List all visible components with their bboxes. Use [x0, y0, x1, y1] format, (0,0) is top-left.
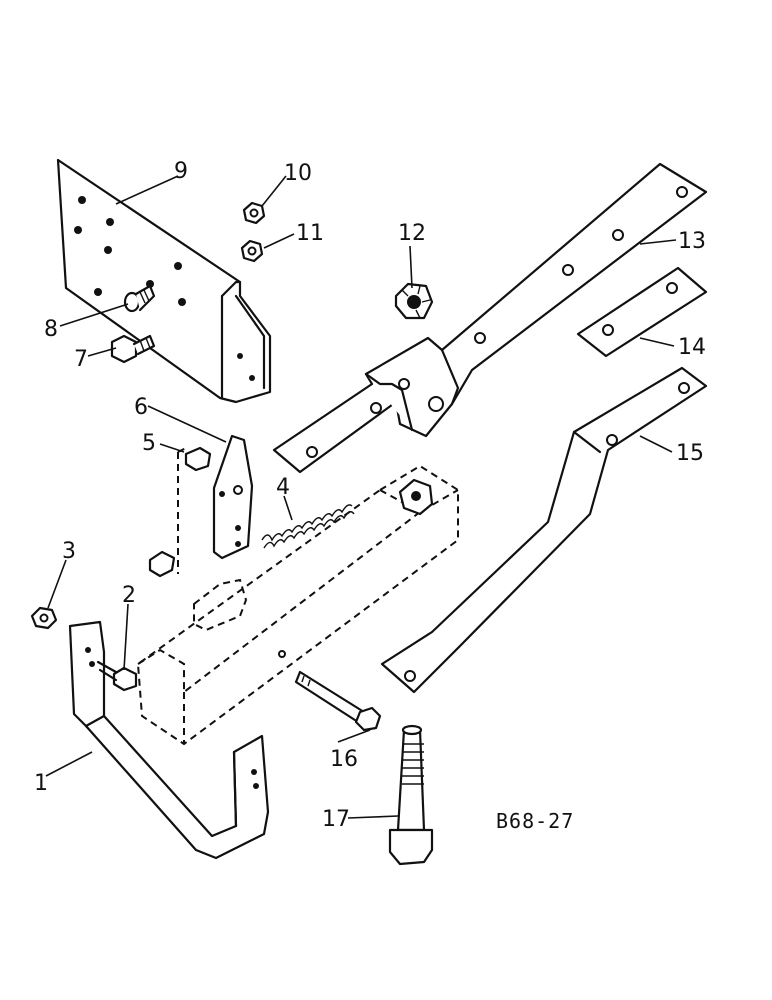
callout-16: 16 [330, 747, 358, 772]
callout-9: 9 [174, 159, 188, 184]
part-3-nut [30, 606, 58, 630]
part-7-bolt [110, 334, 156, 364]
part-13-drawbar [272, 162, 708, 474]
part-17-bolt [388, 724, 434, 866]
callout-4: 4 [276, 475, 290, 500]
callout-17: 17 [322, 807, 350, 832]
figure-reference: B68-27 [496, 809, 574, 833]
part-9-mounting-plate [56, 158, 272, 404]
part-5-pin [148, 446, 212, 578]
part-12-castle-nut [394, 282, 434, 320]
callout-8: 8 [44, 317, 58, 342]
callout-13: 13 [678, 229, 706, 254]
part-10-nut [242, 201, 266, 225]
callout-5: 5 [142, 431, 156, 456]
callout-15: 15 [676, 441, 704, 466]
tube-housing-dashed [136, 464, 459, 746]
leader-lines [45, 175, 677, 819]
part-6-latch-plate [212, 434, 254, 560]
part-1-u-bracket [68, 620, 270, 860]
part-14-spacer-plate [576, 266, 708, 358]
part-11-nut [240, 239, 264, 263]
part-4-spring [261, 504, 355, 549]
part-16-bolt [278, 650, 382, 732]
part-15-brace [380, 366, 708, 694]
part-2-bolt [96, 660, 138, 692]
callout-10: 10 [284, 161, 312, 186]
callout-1: 1 [34, 771, 48, 796]
callout-6: 6 [134, 395, 148, 420]
callout-11: 11 [296, 221, 324, 246]
callout-2: 2 [122, 583, 136, 608]
callout-labels: 9 10 11 12 13 14 15 8 7 6 5 4 3 2 1 16 1… [34, 159, 706, 833]
part-8-bolt [123, 284, 156, 313]
callout-12: 12 [398, 221, 426, 246]
callout-7: 7 [74, 347, 88, 372]
callout-3: 3 [62, 539, 76, 564]
callout-14: 14 [678, 335, 706, 360]
